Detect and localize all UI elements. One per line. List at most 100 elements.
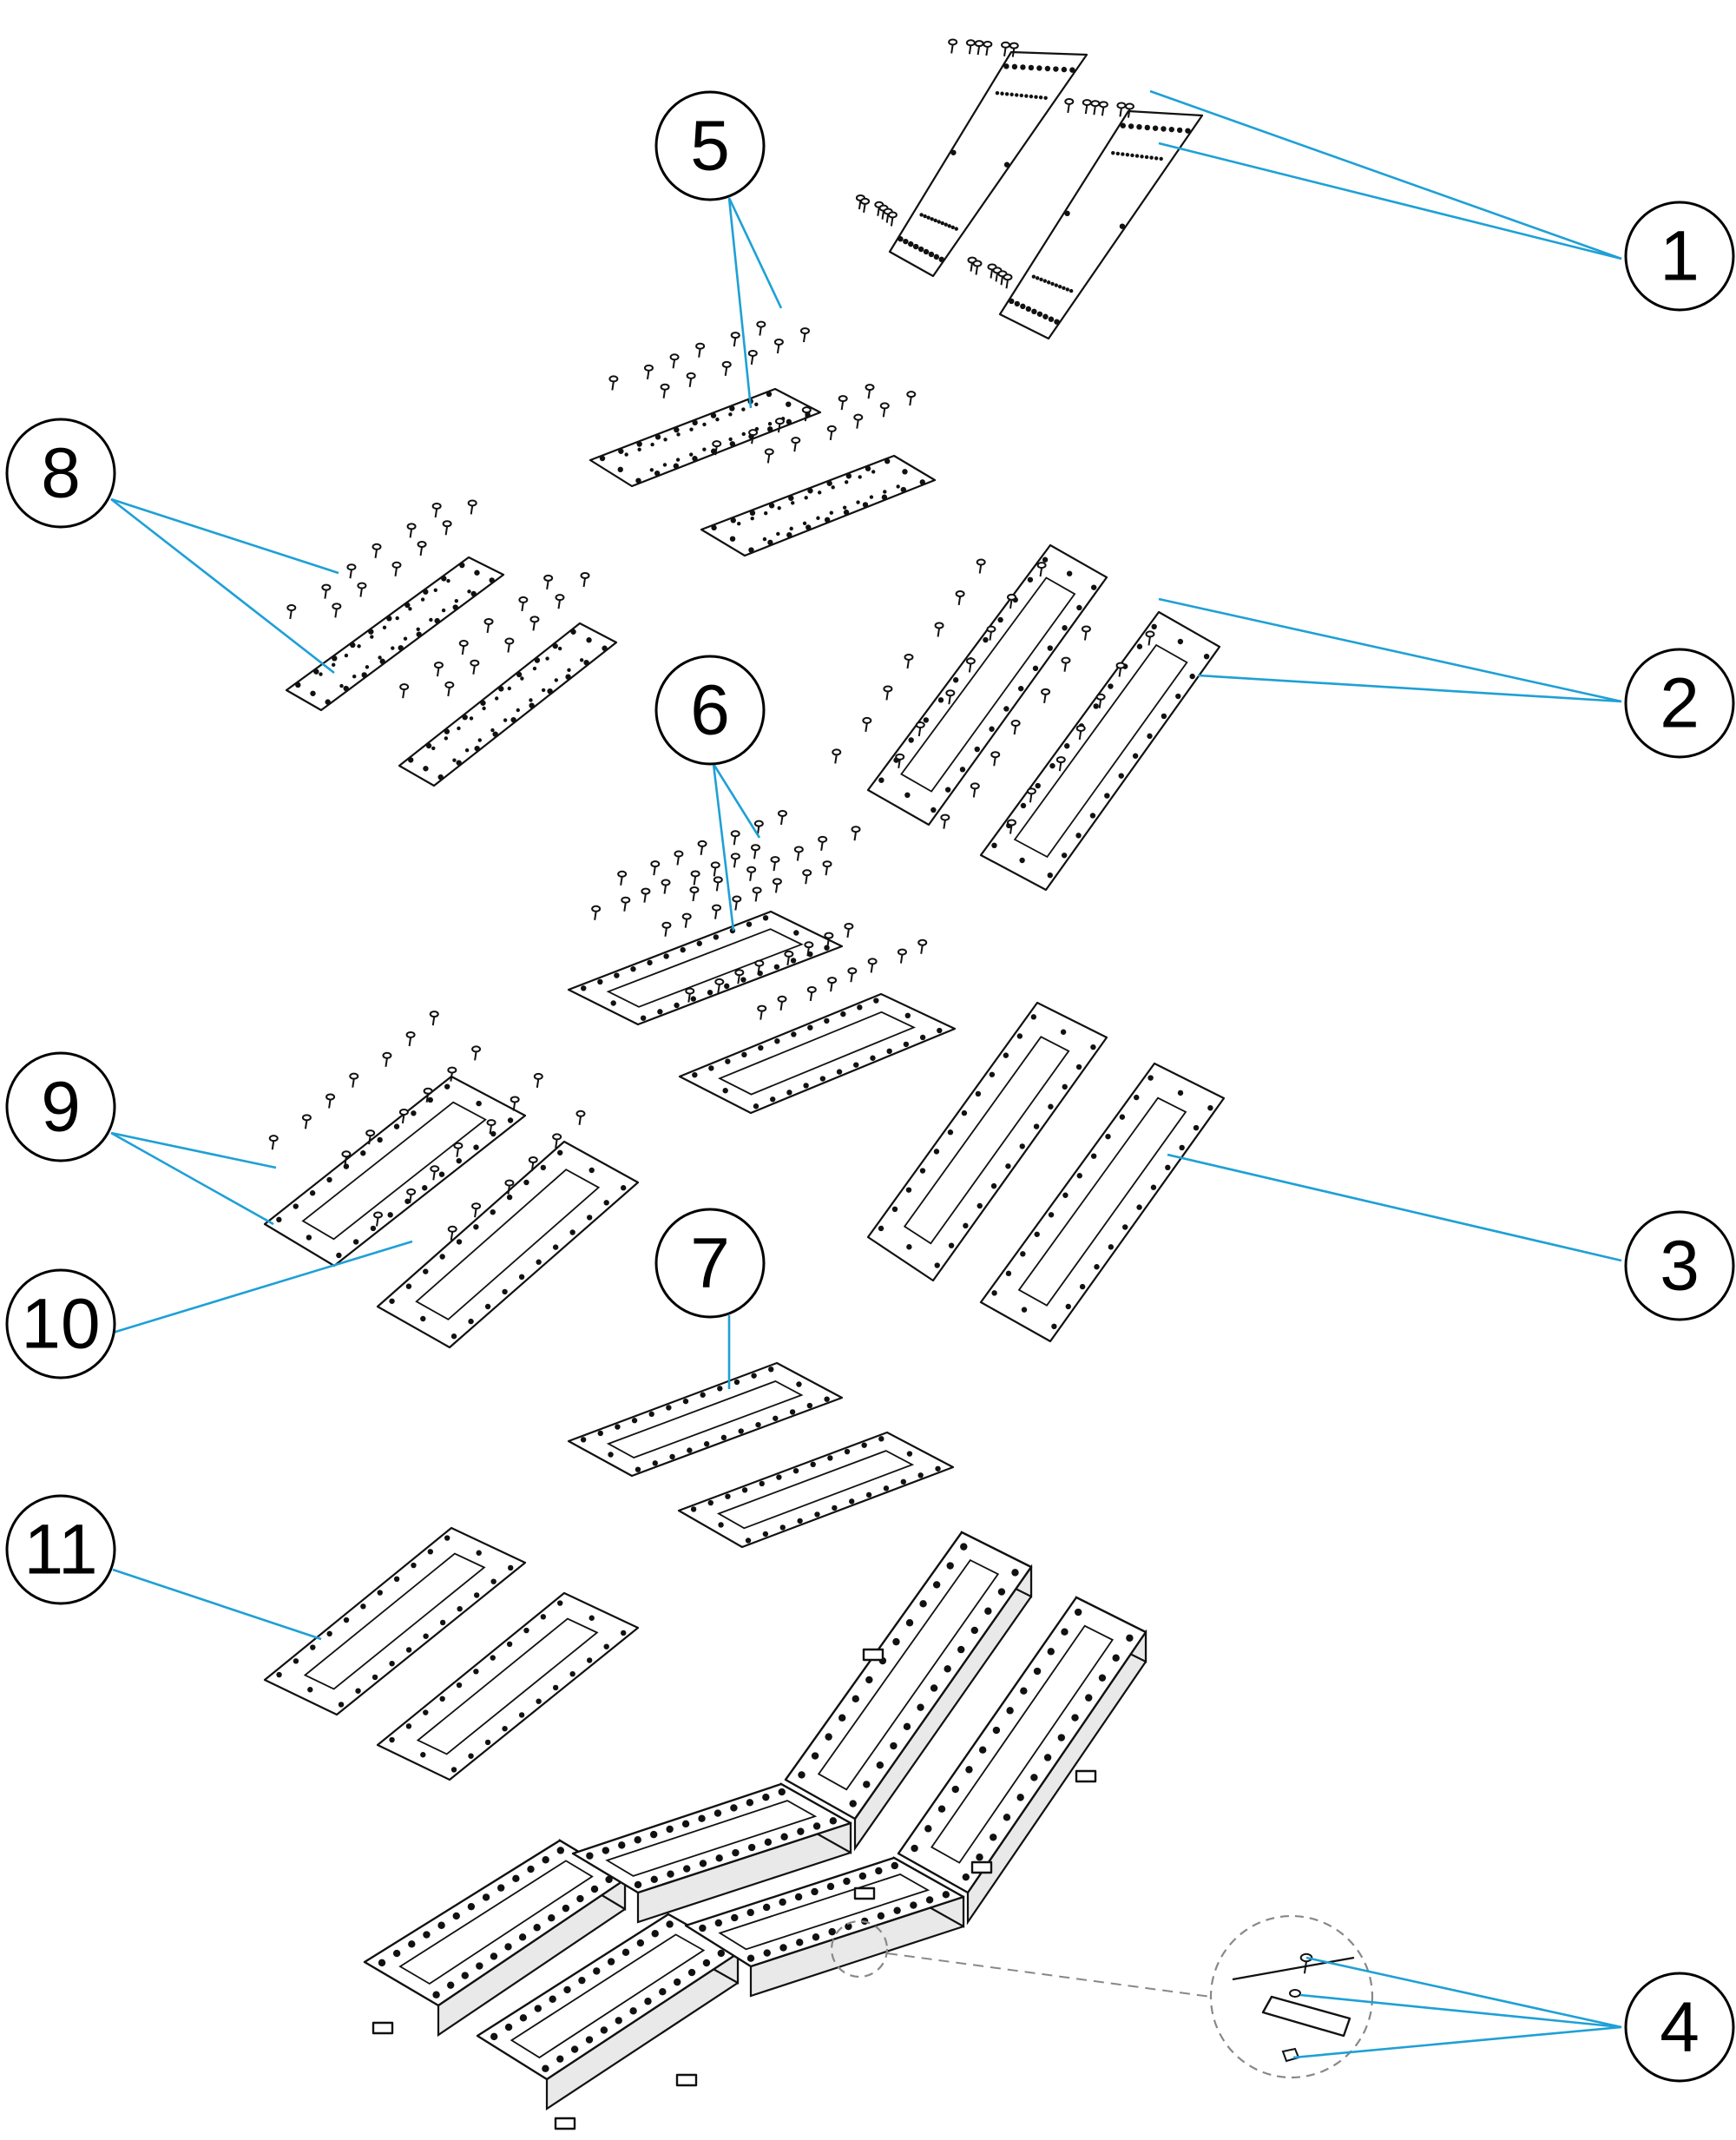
screw-icon — [286, 604, 297, 620]
bolt-hole — [1152, 125, 1159, 131]
bolt-hole — [1043, 1754, 1052, 1761]
bolt-hole — [1003, 161, 1010, 168]
bolt-hole — [647, 959, 653, 966]
screw-icon — [804, 941, 814, 957]
plate-2a — [866, 543, 1108, 826]
bolt-hole — [669, 1453, 675, 1460]
screws-1b — [967, 97, 1134, 289]
bolt-hole — [937, 1027, 943, 1034]
bolt-hole — [378, 1959, 386, 1967]
bolt-hole — [933, 254, 940, 260]
bolt-hole — [900, 1478, 907, 1485]
screw-icon — [685, 987, 695, 1003]
screw-icon — [917, 938, 928, 954]
bolt-hole — [377, 1590, 383, 1596]
bolt-hole — [484, 1303, 491, 1310]
screw-icon — [1009, 42, 1019, 57]
callout-9: 9 — [5, 1051, 116, 1162]
bolt-hole — [600, 2026, 608, 2034]
leader-line — [112, 1240, 413, 1334]
bolt-hole — [762, 915, 769, 921]
bolt-hole — [649, 1830, 658, 1839]
bolt-hole — [492, 731, 498, 737]
bolt-hole — [689, 427, 694, 431]
bolt-hole — [1121, 152, 1125, 156]
bolt-hole — [788, 495, 794, 501]
screw-icon — [853, 413, 864, 429]
bolt-hole — [762, 1903, 771, 1912]
bolt-hole — [919, 479, 925, 485]
bolt-hole — [631, 1418, 638, 1424]
bolt-hole — [828, 1927, 836, 1936]
bolt-hole — [446, 578, 450, 583]
bolt-hole — [391, 646, 395, 650]
trough-lower-a — [363, 1839, 627, 2038]
washer-icon — [1281, 2047, 1300, 2063]
leader-line — [712, 763, 761, 839]
bolt-hole — [549, 1995, 556, 2003]
bolt-hole — [1134, 1094, 1140, 1101]
bolt-hole — [689, 452, 694, 457]
screw-icon — [764, 448, 774, 464]
bolt-hole — [332, 662, 336, 668]
bolt-hole — [1019, 857, 1025, 864]
bolt-hole — [1031, 308, 1037, 315]
bolt-hole — [884, 458, 891, 464]
screw-icon — [750, 844, 760, 859]
bolt-hole — [950, 149, 957, 155]
screw-icon — [1001, 41, 1011, 56]
bolt-hole — [556, 1149, 563, 1156]
bolt-hole — [702, 1959, 711, 1967]
bolt-hole — [423, 1633, 429, 1639]
bolt-hole — [498, 686, 504, 692]
bolt-hole — [974, 746, 980, 753]
bolt-hole — [432, 1991, 440, 1998]
bolt-hole — [814, 1511, 820, 1518]
bolt-hole — [441, 576, 447, 582]
callout-8: 8 — [5, 418, 116, 529]
bolt-hole — [1049, 762, 1055, 769]
frame-foot — [970, 1860, 993, 1874]
bolt-hole — [910, 1901, 917, 1909]
bolt-hole — [618, 1841, 626, 1849]
bolt-hole — [276, 1216, 282, 1223]
plate-window — [1017, 1096, 1187, 1307]
detail-source-circle — [830, 1919, 889, 1979]
bolt-hole — [796, 1381, 802, 1387]
bolt-hole — [423, 766, 429, 772]
bolt-hole — [807, 488, 813, 494]
bolt-hole — [437, 774, 444, 780]
bolt-hole — [1132, 753, 1139, 759]
bolt-hole — [1054, 283, 1059, 287]
bolt-hole — [710, 412, 717, 418]
bolt-hole — [474, 745, 480, 752]
bolt-hole — [377, 1136, 383, 1143]
bolt-hole — [715, 1854, 723, 1862]
bolt-hole — [722, 1088, 728, 1094]
bolt-hole — [838, 1714, 846, 1722]
bolt-hole — [527, 1865, 535, 1873]
bolt-hole — [729, 441, 736, 447]
bolt-hole — [845, 473, 852, 479]
bolt-hole — [503, 718, 508, 722]
detail-connector — [886, 1952, 1212, 1998]
bolt-hole — [773, 1415, 779, 1421]
bolt-hole — [459, 562, 465, 569]
bolt-hole — [433, 588, 437, 592]
bolt-hole — [1009, 92, 1014, 97]
bolt-hole — [389, 1661, 395, 1667]
bolt-hole — [1111, 151, 1115, 155]
bolt-hole — [869, 495, 874, 499]
bolt-hole — [715, 417, 720, 422]
bolt-hole — [1005, 1270, 1012, 1277]
bolt-hole — [865, 1491, 872, 1498]
bolt-hole — [457, 726, 461, 731]
bolt-hole — [467, 1902, 476, 1911]
bolt-hole — [732, 1848, 740, 1857]
bolt-hole — [405, 1723, 412, 1729]
bolt-hole — [370, 635, 374, 639]
bolt-hole — [741, 431, 746, 437]
bolt-hole — [738, 1428, 744, 1434]
bolt-hole — [565, 674, 571, 680]
